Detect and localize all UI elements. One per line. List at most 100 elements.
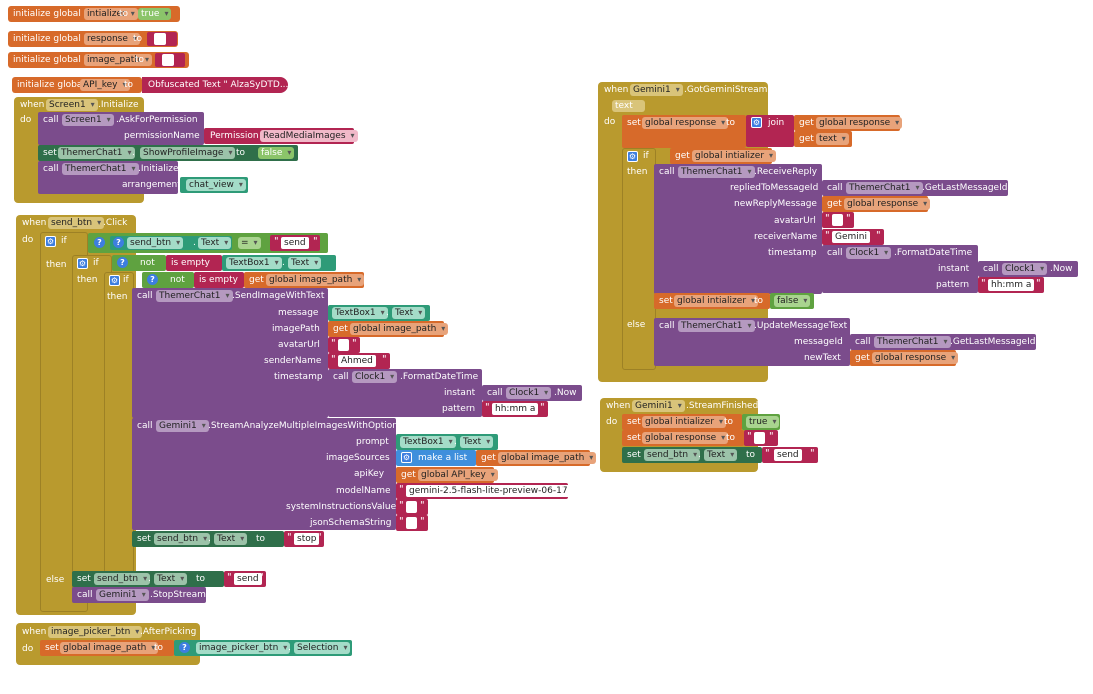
is-empty-block[interactable]: is empty <box>166 255 222 271</box>
component-field[interactable]: ThemerChat1 <box>62 163 139 175</box>
component-field[interactable]: ThemerChat1 <box>156 290 233 302</box>
help-icon[interactable]: ? <box>113 237 124 248</box>
image-picker-selection-getter[interactable]: ? image_picker_btn . Selection <box>174 640 352 656</box>
bool-false-block[interactable]: false <box>770 293 814 309</box>
sender-name-string-block[interactable]: " Ahmed " <box>328 353 390 369</box>
get-last-message-id-block[interactable]: call ThemerChat1 .GetLastMessageId <box>822 180 1008 196</box>
component-field[interactable]: Gemini1 <box>630 84 683 96</box>
set-global-intializer-false-block[interactable]: set global intializer to <box>654 293 770 309</box>
var-name-field[interactable]: API_key <box>80 79 130 91</box>
gear-icon[interactable]: ⚙ <box>109 275 120 286</box>
set-send-btn-text-send-block[interactable]: set send_btn . Text to <box>72 571 224 587</box>
property-field[interactable]: Text <box>288 257 322 269</box>
component-field[interactable]: Screen1 <box>46 99 98 111</box>
empty-string-value[interactable] <box>154 33 166 45</box>
set-show-profile-image-block[interactable]: set ThemerChat1 . ShowProfileImage to fa… <box>38 145 298 161</box>
join-block[interactable]: ⚙ join <box>746 115 794 147</box>
gear-icon[interactable]: ⚙ <box>751 117 762 128</box>
init-global-api-key-block[interactable]: initialize global API_key to <box>12 77 142 93</box>
component-field[interactable]: image_picker_btn <box>48 626 143 638</box>
component-field[interactable]: ThemerChat1 <box>58 147 135 159</box>
if-else-block[interactable]: ⚙ if then else <box>622 148 656 370</box>
pattern-string-block[interactable]: " hh:mm a " <box>482 401 548 417</box>
call-themer-initialize-block[interactable]: call ThemerChat1 .Initialize arrangement <box>38 161 181 194</box>
var-name-field[interactable]: image_path <box>84 54 152 66</box>
property-field[interactable]: ShowProfileImage <box>140 147 236 159</box>
clock-format-date-time-block[interactable]: call Clock1 .FormatDateTime instant patt… <box>328 369 482 417</box>
gear-icon[interactable]: ⚙ <box>45 236 56 247</box>
set-image-path-block[interactable]: set global image_path to <box>40 640 174 656</box>
bool-true-field[interactable]: true <box>138 8 172 20</box>
get-global-response-block[interactable]: get global response <box>822 196 931 212</box>
var-name-field[interactable]: intializer <box>84 8 138 20</box>
set-global-response-empty-block[interactable]: set global response to <box>622 430 744 446</box>
clock-now-block[interactable]: call Clock1 .Now <box>482 385 582 401</box>
stop-string-block[interactable]: " stop " <box>284 531 324 547</box>
help-icon[interactable]: ? <box>179 642 190 653</box>
component-field[interactable]: chat_view <box>186 179 246 191</box>
textbox-text-getter[interactable]: TextBox1 . Text <box>328 305 430 321</box>
call-ask-for-permission-block[interactable]: call Screen1 .AskForPermission permissio… <box>38 112 204 145</box>
get-global-intializer-block[interactable]: get global intializer <box>670 148 777 164</box>
obfuscated-text-block[interactable]: Obfuscated Text " AlzaSyDTD... <box>142 77 288 93</box>
call-stop-stream-block[interactable]: call Gemini1 .StopStream <box>72 587 206 603</box>
pattern-string-block[interactable]: " hh:mm a " <box>978 277 1044 293</box>
help-icon[interactable]: ? <box>94 237 105 248</box>
event-param-text[interactable]: text <box>612 100 645 112</box>
compare-operator-field[interactable]: = <box>238 237 261 249</box>
empty-string-block[interactable]: " " <box>396 515 428 531</box>
if-not-empty-image-path-block[interactable]: ⚙ if then <box>104 272 134 590</box>
get-last-message-id-block[interactable]: call ThemerChat1 .GetLastMessageId <box>850 334 1036 350</box>
component-field[interactable]: Screen1 <box>62 114 114 126</box>
empty-string-block[interactable] <box>147 32 177 46</box>
empty-string-block[interactable]: " " <box>822 212 854 228</box>
get-image-path-block[interactable]: get global image_path <box>328 321 449 337</box>
permission-block[interactable]: Permission ReadMediaImages <box>204 128 358 144</box>
gear-icon[interactable]: ⚙ <box>401 452 412 463</box>
call-stream-analyze-block[interactable]: call Gemini1 .StreamAnalyzeMultipleImage… <box>132 418 403 530</box>
bool-true-block[interactable]: true <box>742 414 780 430</box>
help-icon[interactable]: ? <box>117 257 128 268</box>
component-field[interactable]: TextBox1 <box>226 257 282 269</box>
empty-string-block[interactable]: " " <box>396 499 428 515</box>
property-field[interactable]: Text <box>198 237 232 249</box>
send-string-block[interactable]: " send " <box>270 235 320 251</box>
gear-icon[interactable]: ⚙ <box>627 151 638 162</box>
receiver-name-string-block[interactable]: " Gemini " <box>822 229 884 245</box>
set-send-btn-text-send-block[interactable]: set send_btn . Text to <box>622 447 762 463</box>
var-name-field[interactable]: response <box>84 33 140 45</box>
get-global-response-block[interactable]: get global response <box>794 115 903 131</box>
make-a-list-block[interactable]: ⚙ make a list <box>396 450 476 466</box>
get-global-response-block[interactable]: get global response <box>850 350 959 366</box>
get-image-path-block[interactable]: get global image_path <box>244 272 365 288</box>
model-name-string-block[interactable]: " gemini-2.5-flash-lite-preview-06-17 " <box>396 483 571 499</box>
chat-view-component-block[interactable]: chat_view <box>180 177 248 193</box>
permission-field[interactable]: ReadMediaImages <box>260 130 358 142</box>
get-image-path-block[interactable]: get global image_path <box>476 450 597 466</box>
textbox-text-getter[interactable]: TextBox1 . Text <box>222 255 336 271</box>
set-global-response-block[interactable]: set global response to <box>622 115 746 148</box>
send-string-block[interactable]: " send " <box>224 571 266 587</box>
call-receive-reply-block[interactable]: call ThemerChat1 .ReceiveReply repliedTo… <box>654 164 822 294</box>
var-field[interactable]: global image_path <box>266 274 365 286</box>
send-string-block[interactable]: " send " <box>762 447 818 463</box>
init-global-intializer-block[interactable]: initialize global intializer to true <box>8 6 180 22</box>
empty-string-block[interactable]: " " <box>744 430 778 446</box>
help-icon[interactable]: ? <box>147 274 158 285</box>
component-field[interactable]: send_btn <box>48 217 105 229</box>
component-field[interactable]: send_btn <box>127 237 184 249</box>
not-block[interactable]: ? not <box>142 272 194 288</box>
send-btn-text-getter[interactable]: ? send_btn . Text <box>110 236 232 250</box>
get-api-key-block[interactable]: get global API_key <box>396 467 498 483</box>
textbox-text-getter[interactable]: TextBox1 . Text <box>396 434 498 450</box>
bool-false-field[interactable]: false <box>258 147 295 159</box>
not-block[interactable]: ? not <box>112 255 166 271</box>
component-field[interactable]: Gemini1 <box>632 400 685 412</box>
call-update-message-text-block[interactable]: call ThemerChat1 .UpdateMessageText mess… <box>654 318 850 366</box>
empty-string-block[interactable] <box>155 53 185 67</box>
init-global-response-block[interactable]: initialize global response to <box>8 31 178 47</box>
clock-format-date-time-block[interactable]: call Clock1 .FormatDateTime instant patt… <box>822 245 978 293</box>
is-empty-block[interactable]: is empty <box>194 272 244 288</box>
init-global-image-path-block[interactable]: initialize global image_path to <box>8 52 189 68</box>
empty-string-block[interactable]: " " <box>328 337 360 353</box>
